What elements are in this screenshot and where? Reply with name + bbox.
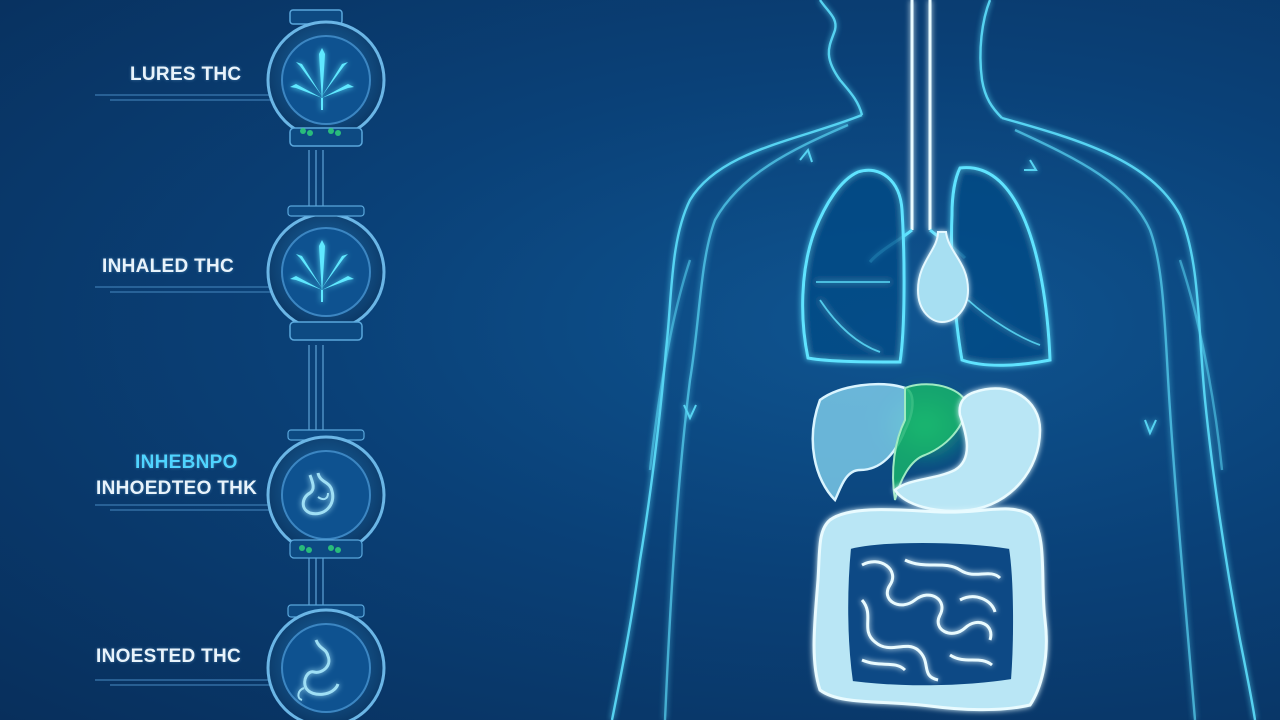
- large-intestine: [812, 507, 1048, 712]
- timeline: [95, 94, 324, 686]
- step-3-label-top: INHEBNPO: [135, 452, 238, 473]
- stomach-icon: [297, 639, 340, 701]
- step-3-pod: [266, 429, 386, 559]
- small-intestine: [860, 558, 1002, 682]
- cannabis-leaf-icon: [290, 48, 354, 110]
- stomach-icon: [301, 472, 335, 516]
- step-2-label: INHALED THC: [102, 256, 235, 277]
- step-3-label: INHOEDTEO THK: [96, 478, 258, 499]
- stomach: [893, 387, 1042, 513]
- lungs: [801, 166, 1052, 367]
- step-4-pod: [266, 604, 386, 720]
- heart: [916, 231, 970, 324]
- step-4-label: INOESTED THC: [96, 646, 242, 667]
- step-1-label: LURES THC: [130, 64, 242, 85]
- liver: [811, 382, 975, 503]
- body-silhouette: [610, 0, 1257, 720]
- step-2-pod: [266, 205, 386, 341]
- cannabis-leaf-icon: [290, 240, 354, 302]
- step-1-pod: [266, 9, 386, 147]
